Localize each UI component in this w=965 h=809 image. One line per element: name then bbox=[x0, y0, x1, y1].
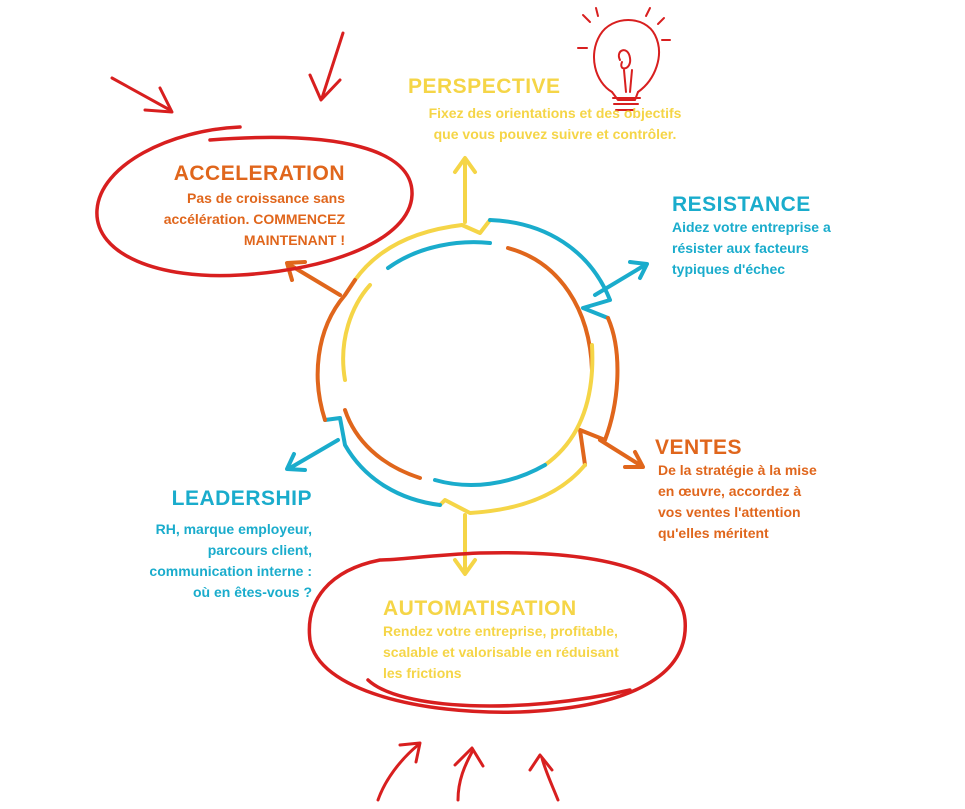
arrow-leadership bbox=[285, 438, 340, 472]
desc-line: qu'elles méritent bbox=[658, 525, 769, 541]
inner-arc-blue-top bbox=[386, 240, 492, 270]
desc-line: communication interne : bbox=[149, 563, 312, 579]
section-title-acceleration: ACCELERATION bbox=[173, 162, 345, 185]
cycle-segment-yellow-top bbox=[353, 218, 492, 282]
section-desc-acceleration: Pas de croissance sans accélération. COM… bbox=[120, 188, 345, 251]
arrow-ventes bbox=[598, 438, 645, 469]
cycle-segment-orange-right bbox=[578, 316, 620, 467]
cycle-segment-blue-right bbox=[488, 218, 612, 320]
section-desc-ventes: De la stratégie à la mise en œuvre, acco… bbox=[655, 460, 915, 544]
desc-line: où en êtes-vous ? bbox=[192, 584, 312, 600]
desc-line: les frictions bbox=[383, 665, 462, 681]
section-perspective: PERSPECTIVE Fixez des orientations et de… bbox=[395, 75, 715, 145]
section-automatisation: AUTOMATISATION Rendez votre entreprise, … bbox=[383, 597, 683, 684]
cycle-segment-yellow-bottom bbox=[438, 463, 587, 515]
inner-arc-orange-right bbox=[506, 246, 594, 372]
desc-line: scalable et valorisable en réduisant bbox=[383, 644, 619, 660]
desc-line: Rendez votre entreprise, profitable, bbox=[383, 623, 618, 639]
section-resistance: RESISTANCE Aidez votre entreprise a rési… bbox=[672, 193, 942, 280]
arrow-automatisation bbox=[453, 513, 477, 576]
desc-line: vos ventes l'attention bbox=[658, 504, 801, 520]
section-desc-leadership: RH, marque employeur, parcours client, c… bbox=[100, 519, 312, 603]
section-title-leadership: LEADERSHIP bbox=[171, 487, 312, 510]
arrow-resistance bbox=[593, 260, 649, 297]
lightbulb-icon bbox=[577, 7, 671, 111]
section-title-perspective: PERSPECTIVE bbox=[408, 75, 561, 98]
desc-line: résister aux facteurs bbox=[672, 240, 809, 256]
section-title-automatisation: AUTOMATISATION bbox=[383, 597, 577, 620]
red-arrow-icon-bottom-3 bbox=[528, 753, 560, 802]
section-desc-automatisation: Rendez votre entreprise, profitable, sca… bbox=[383, 621, 683, 684]
section-leadership: LEADERSHIP RH, marque employeur, parcour… bbox=[100, 487, 312, 603]
arrow-acceleration bbox=[285, 260, 342, 297]
desc-line: RH, marque employeur, bbox=[155, 521, 312, 537]
desc-line: Pas de croissance sans bbox=[187, 190, 345, 206]
desc-line: MAINTENANT ! bbox=[243, 232, 345, 248]
inner-arc-yellow-left bbox=[341, 283, 372, 382]
section-title-resistance: RESISTANCE bbox=[672, 193, 811, 216]
desc-line: parcours client, bbox=[207, 542, 312, 558]
section-acceleration: ACCELERATION Pas de croissance sans accé… bbox=[120, 162, 345, 251]
desc-line: typiques d'échec bbox=[672, 261, 786, 277]
desc-line: De la stratégie à la mise bbox=[658, 462, 817, 478]
arrow-perspective bbox=[453, 156, 477, 224]
red-ellipse-acceleration bbox=[95, 125, 414, 278]
desc-line: accélération. COMMENCEZ bbox=[163, 211, 345, 227]
desc-line: Aidez votre entreprise a bbox=[672, 219, 831, 235]
red-arrow-icon-bottom-1 bbox=[376, 741, 422, 802]
section-desc-perspective: Fixez des orientations et des objectifs … bbox=[395, 103, 715, 145]
section-desc-resistance: Aidez votre entreprise a résister aux fa… bbox=[672, 217, 942, 280]
desc-line: que vous pouvez suivre et contrôler. bbox=[433, 126, 677, 142]
inner-arc-orange-bottom bbox=[343, 408, 422, 480]
inner-arc-yellow-right bbox=[543, 343, 595, 467]
red-arrow-icon-bottom-2 bbox=[453, 746, 485, 802]
section-ventes: VENTES De la stratégie à la mise en œuvr… bbox=[655, 436, 915, 544]
red-arrow-icon-topleft-1 bbox=[110, 76, 174, 114]
section-title-ventes: VENTES bbox=[655, 436, 743, 459]
red-ellipse-automatisation bbox=[307, 550, 687, 714]
cycle-segment-blue-bottom bbox=[323, 416, 442, 507]
red-arrow-icon-topleft-2 bbox=[308, 31, 345, 102]
desc-line: Fixez des orientations et des objectifs bbox=[428, 105, 682, 121]
cycle-segment-orange-left bbox=[315, 278, 357, 422]
inner-arc-blue-bottom bbox=[433, 463, 547, 487]
desc-line: en œuvre, accordez à bbox=[658, 483, 802, 499]
red-underline-automatisation bbox=[366, 678, 632, 708]
